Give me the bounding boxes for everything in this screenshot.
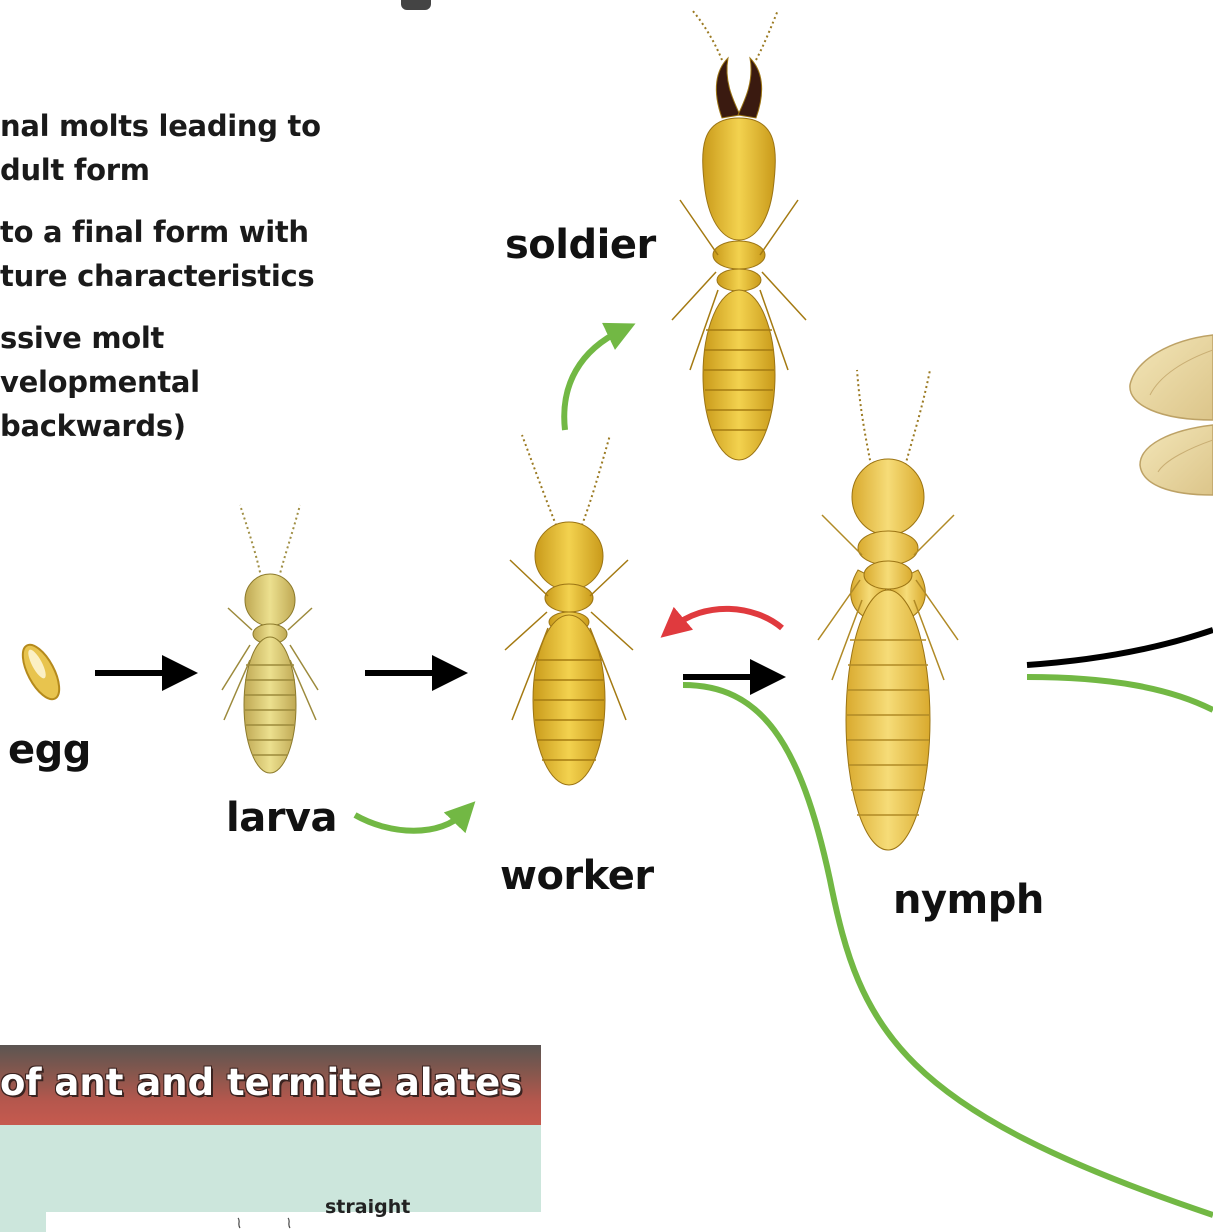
alate-wings-illustration — [1130, 335, 1213, 495]
red-arrow-nymph-to-worker — [672, 609, 782, 628]
label-nymph: nymph — [893, 877, 1044, 923]
soldier-illustration — [672, 10, 806, 460]
green-line-nymph-to-reproductive — [1027, 677, 1213, 710]
label-egg: egg — [8, 727, 91, 773]
label-larva: larva — [226, 795, 337, 841]
larva-illustration — [222, 505, 318, 773]
comparison-banner: of ant and termite alates — [0, 1045, 541, 1125]
nymph-illustration — [818, 370, 958, 850]
label-soldier: soldier — [505, 222, 656, 268]
mini-antennae-icon — [233, 1216, 303, 1232]
egg-illustration — [15, 639, 66, 704]
label-worker: worker — [500, 853, 654, 899]
label-straight: straight — [325, 1196, 410, 1218]
green-curve-worker-to-reproductive — [683, 685, 1213, 1215]
green-arrow-worker-to-soldier — [564, 330, 622, 430]
green-arrow-larva-to-worker — [355, 812, 465, 831]
worker-illustration — [505, 435, 633, 785]
black-line-nymph-to-alate — [1027, 630, 1213, 665]
comparison-banner-title: of ant and termite alates — [0, 1061, 541, 1104]
